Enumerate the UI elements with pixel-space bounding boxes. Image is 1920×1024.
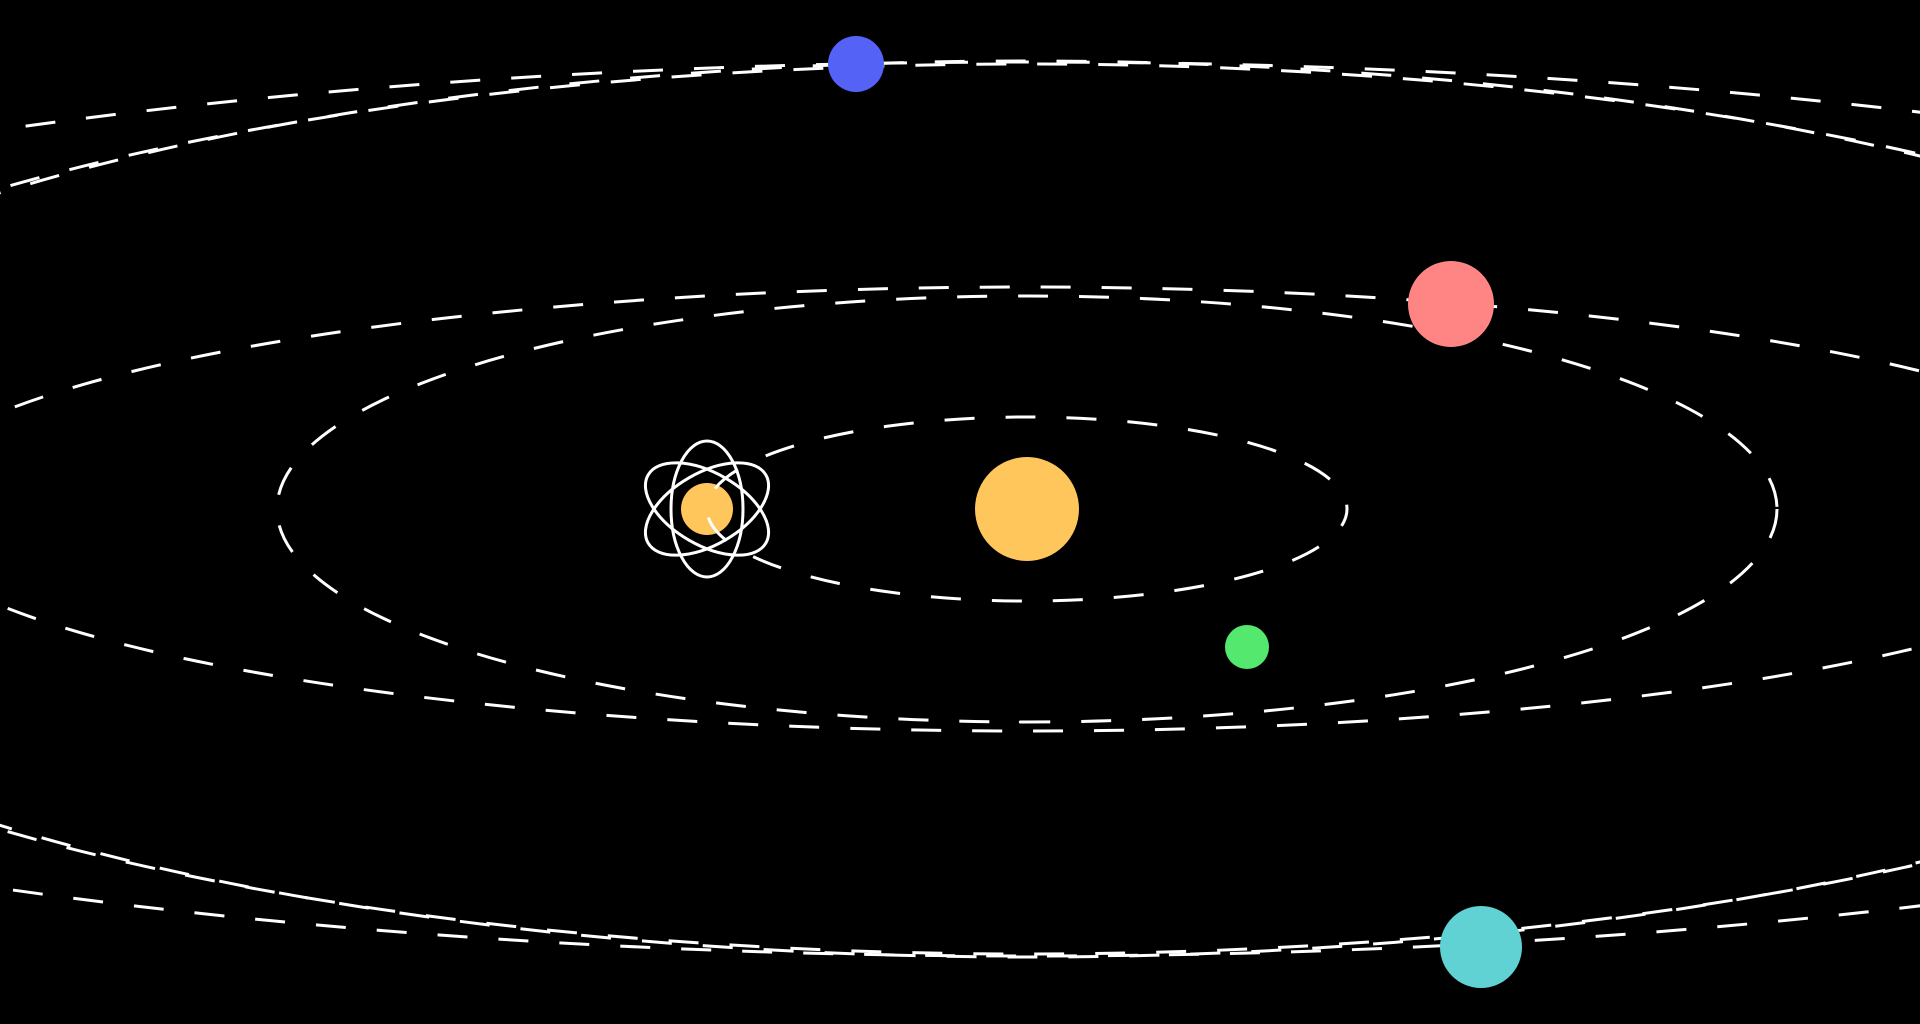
atom-ring-vertical	[669, 439, 745, 579]
orbit-ring-inner	[705, 415, 1349, 603]
atom-nucleus	[681, 483, 733, 535]
green-planet	[1225, 625, 1269, 669]
pink-planet	[1408, 261, 1494, 347]
orbit-ring-5	[0, 60, 1920, 958]
cyan-planet	[1440, 906, 1522, 988]
blue-planet	[828, 36, 884, 92]
sun	[975, 457, 1079, 561]
orbit-ring-3	[0, 59, 1920, 959]
orbit-ring-1	[275, 294, 1779, 724]
